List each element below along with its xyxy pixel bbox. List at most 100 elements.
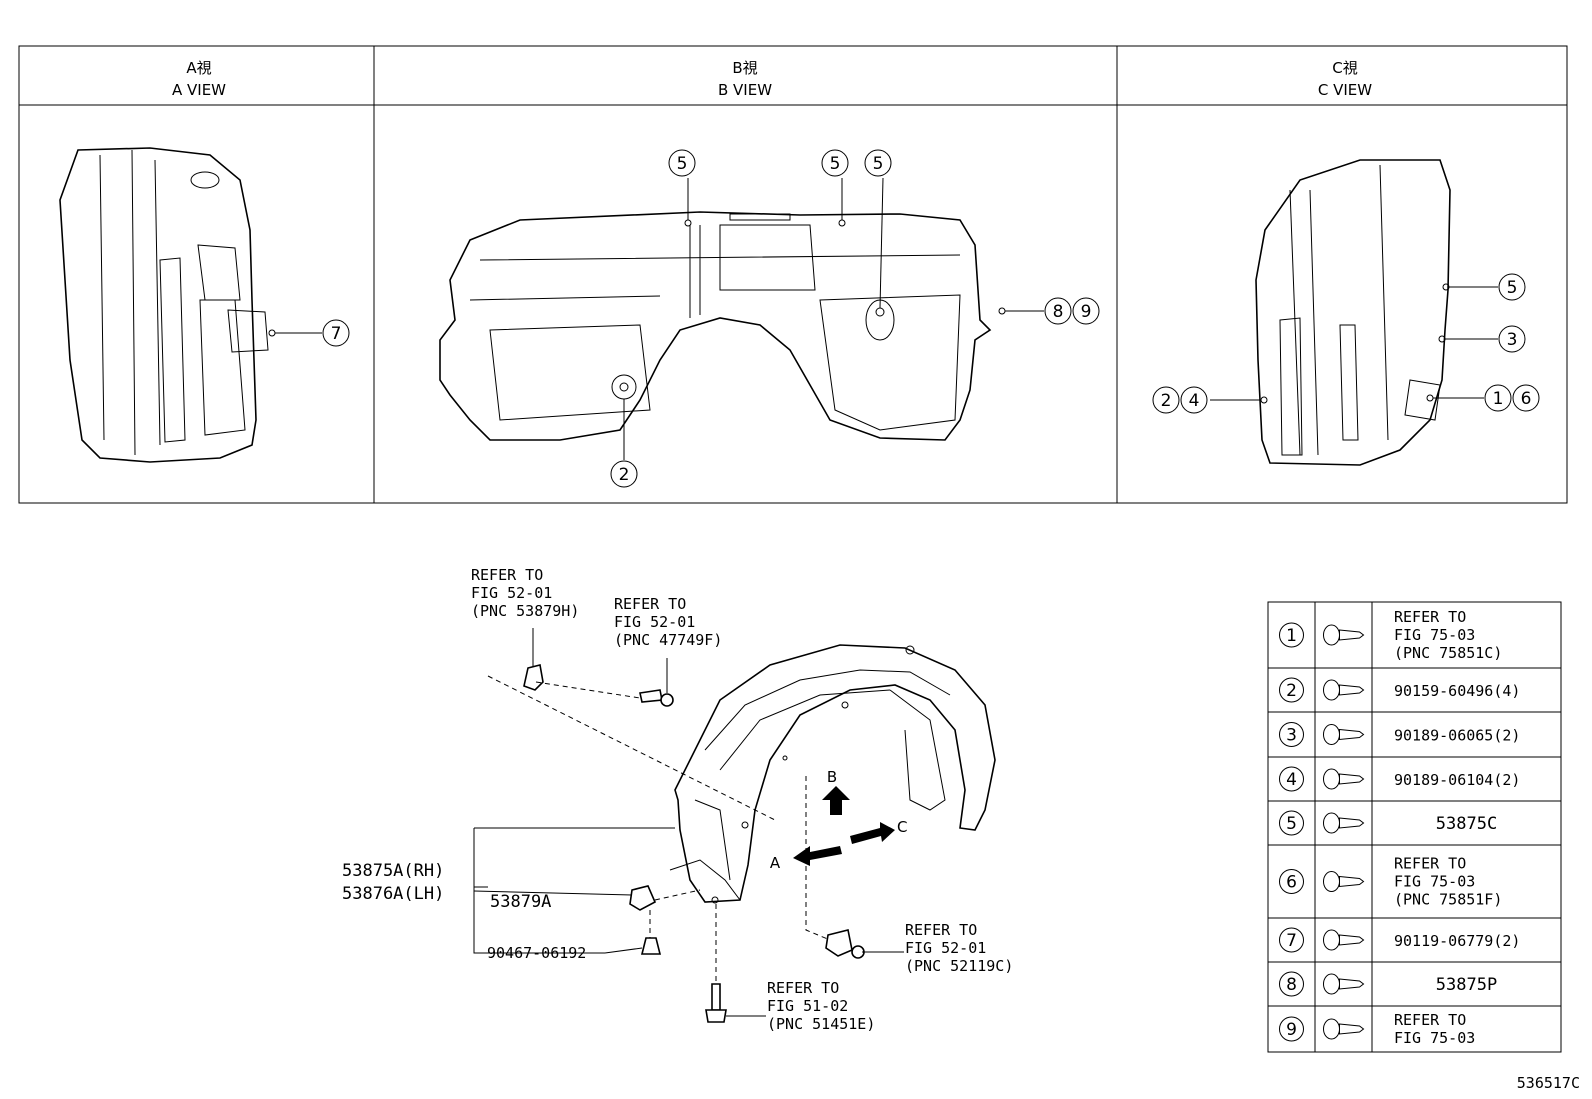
nut-clip-icon (1323, 1018, 1365, 1040)
table-row: 8 53875P (1279, 971, 1497, 997)
table-row-text: 53875P (1436, 975, 1497, 995)
table-row-number: 1 (1286, 626, 1297, 646)
table-row-text: REFER TO (1394, 855, 1466, 873)
clip-icon (1323, 768, 1365, 790)
table-row-number: 9 (1286, 1020, 1297, 1040)
table-row: 4 90189-06104(2) (1279, 766, 1520, 792)
callout-b-5b: 5 (821, 149, 849, 177)
svg-text:3: 3 (1507, 330, 1518, 350)
callout-b-5c: 5 (864, 149, 892, 177)
drawing-number: 536517C (1517, 1074, 1580, 1092)
table-row-number: 3 (1286, 726, 1297, 746)
table-row-number: 7 (1286, 931, 1297, 951)
clip-icon (1323, 871, 1365, 892)
tapping-screw-icon (1323, 973, 1365, 995)
view-b-jp: B視 (732, 59, 757, 77)
table-row-text: 53875C (1436, 814, 1497, 834)
table-row-text: 90189-06065(2) (1394, 727, 1520, 745)
bolt-washer-icon (1323, 624, 1365, 646)
c-view-liner (1255, 159, 1451, 466)
table-row-number: 6 (1286, 873, 1297, 893)
screw-90467 (640, 937, 662, 955)
views-frame (18, 45, 1568, 504)
ref-47749f: REFER TO FIG 52-01 (PNC 47749F) (614, 595, 722, 649)
b-view-liner (439, 211, 1006, 441)
table-row-text: (PNC 75851F) (1394, 891, 1502, 909)
svg-text:A: A (770, 854, 781, 872)
table-row-text: REFER TO (1394, 608, 1466, 626)
table-row-text: 90189-06104(2) (1394, 771, 1520, 789)
svg-text:5: 5 (830, 154, 841, 174)
svg-text:FIG 52-01: FIG 52-01 (614, 613, 695, 631)
clip-icon (1323, 724, 1365, 745)
callout-b-2: 2 (610, 460, 638, 488)
svg-text:2: 2 (1161, 391, 1172, 411)
svg-text:(PNC 52119C): (PNC 52119C) (905, 957, 1013, 975)
svg-text:1: 1 (1493, 389, 1504, 409)
grommet-clip-icon (1323, 812, 1365, 834)
ref-52119c: REFER TO FIG 52-01 (PNC 52119C) (862, 921, 1013, 975)
svg-text:6: 6 (1521, 389, 1532, 409)
svg-text:(PNC 51451E): (PNC 51451E) (767, 1015, 875, 1033)
svg-text:REFER TO: REFER TO (767, 979, 839, 997)
svg-text:9: 9 (1081, 302, 1092, 322)
arrow-a: A (770, 846, 842, 872)
svg-text:2: 2 (619, 465, 630, 485)
clip-53879h (523, 628, 544, 691)
view-header-c: C視 C VIEW (1318, 59, 1372, 99)
table-row-text: FIG 75-03 (1394, 626, 1475, 644)
bolt-icon (1323, 929, 1365, 951)
view-header-a: A視 A VIEW (172, 59, 226, 99)
table-row: 7 90119-06779(2) (1279, 927, 1520, 953)
a-view-liner (59, 147, 276, 463)
table-row: 5 53875C (1279, 810, 1497, 836)
table-row-number: 8 (1286, 975, 1297, 995)
svg-text:C: C (897, 818, 907, 836)
svg-text:B: B (827, 768, 837, 786)
view-b-en: B VIEW (718, 81, 772, 99)
callout-c-3: 3 (1498, 325, 1526, 353)
part-rh-label: 53875A(RH) (342, 861, 444, 881)
table-row: 3 90189-06065(2) (1279, 722, 1520, 747)
callout-c-5: 5 (1498, 273, 1526, 301)
table-row-text: 90159-60496(4) (1394, 682, 1520, 700)
table-row-number: 5 (1286, 814, 1297, 834)
view-header-b: B視 B VIEW (718, 59, 772, 99)
svg-text:REFER TO: REFER TO (471, 566, 543, 584)
part-screw-label: 90467-06192 (487, 944, 586, 962)
arrow-b: B (822, 768, 850, 815)
callout-c-1: 1 (1484, 384, 1512, 412)
table-row-text: 90119-06779(2) (1394, 932, 1520, 950)
table-row-text: FIG 75-03 (1394, 1029, 1475, 1047)
svg-text:REFER TO: REFER TO (905, 921, 977, 939)
table-row-number: 2 (1286, 681, 1297, 701)
table-row-text: REFER TO (1394, 1011, 1466, 1029)
ref-53879h: REFER TO FIG 52-01 (PNC 53879H) (471, 566, 579, 620)
svg-text:REFER TO: REFER TO (614, 595, 686, 613)
svg-text:FIG 51-02: FIG 51-02 (767, 997, 848, 1015)
callout-b-9: 9 (1072, 297, 1100, 325)
table-row-number: 4 (1286, 770, 1297, 790)
view-a-en: A VIEW (172, 81, 226, 99)
svg-text:FIG 52-01: FIG 52-01 (905, 939, 986, 957)
fender-liner-main (669, 644, 996, 904)
part-clip-label: 53879A (490, 892, 551, 912)
svg-text:(PNC 47749F): (PNC 47749F) (614, 631, 722, 649)
callout-c-2: 2 (1152, 386, 1180, 414)
screw-cross-icon (1323, 679, 1365, 701)
svg-text:7: 7 (331, 324, 342, 344)
table-row-text: (PNC 75851C) (1394, 644, 1502, 662)
svg-text:FIG 52-01: FIG 52-01 (471, 584, 552, 602)
bolt-51451e (705, 983, 727, 1023)
table-border (1267, 601, 1562, 1053)
table-row-text: FIG 75-03 (1394, 873, 1475, 891)
ref-51451e: REFER TO FIG 51-02 (PNC 51451E) (726, 979, 875, 1033)
svg-text:5: 5 (873, 154, 884, 174)
fastener-52119c (825, 929, 865, 959)
svg-text:5: 5 (677, 154, 688, 174)
